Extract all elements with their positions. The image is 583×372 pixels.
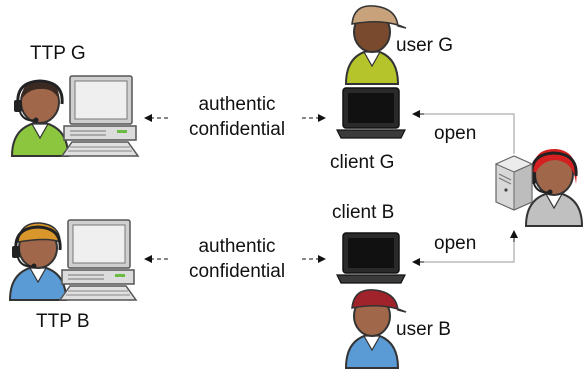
link-server-client-b	[412, 230, 518, 266]
link-server-client-g	[412, 110, 515, 154]
open-top-label: open	[434, 123, 477, 144]
user-g-label: user G	[396, 35, 454, 56]
server-icon	[495, 155, 533, 211]
ttp-b-desktop-icon	[59, 219, 137, 301]
ttp-b-label: TTP B	[36, 311, 90, 332]
ttp-g-label: TTP G	[30, 43, 86, 64]
client-b-laptop-icon	[336, 232, 406, 284]
client-b-label: client B	[332, 202, 395, 223]
link-bottom-label-line1: authentic	[198, 236, 276, 257]
ttp-g-person-icon	[10, 79, 70, 157]
client-g-label: client G	[330, 152, 395, 173]
ttp-g-desktop-icon	[61, 75, 139, 157]
user-b-person-icon	[344, 289, 407, 369]
server-person-icon	[524, 148, 583, 227]
user-g-person-icon	[344, 5, 407, 85]
ttp-b-person-icon	[8, 222, 68, 301]
link-top-label-line1: authentic	[198, 94, 276, 115]
link-bottom-label-line2: confidential	[188, 261, 286, 282]
open-bottom-label: open	[434, 233, 477, 254]
link-top-label-line2: confidential	[188, 119, 286, 140]
user-b-label: user B	[396, 319, 451, 340]
client-g-laptop-icon	[336, 87, 406, 139]
